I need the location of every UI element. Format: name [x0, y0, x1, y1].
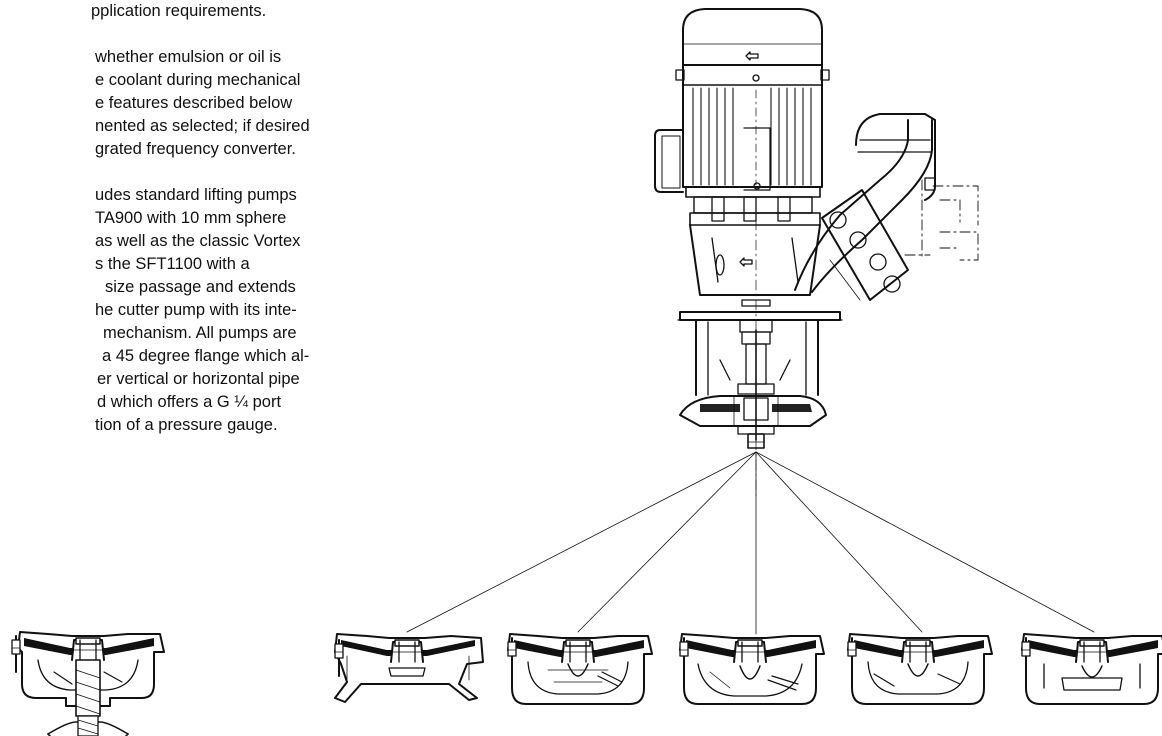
main-pump-drawing	[654, 8, 979, 501]
impeller-variant-3	[679, 633, 825, 705]
leader-lines	[406, 451, 1095, 635]
pump-base	[679, 395, 827, 427]
cutter-impeller-detail	[11, 631, 165, 736]
text-line: udes standard lifting pumps	[95, 186, 297, 204]
text-line: he cutter pump with its inte-	[95, 301, 297, 319]
text-line: er vertical or horizontal pipe	[97, 370, 300, 388]
paragraph-1: pplication requirements.	[0, 0, 330, 23]
text-line: whether emulsion or oil is	[95, 48, 282, 66]
impeller-variant-5	[1021, 633, 1162, 705]
impeller-variant-4	[847, 633, 993, 705]
text-line: e features described below	[95, 94, 293, 112]
text-line: a 45 degree flange which al-	[102, 347, 310, 365]
text-line: tion of a pressure gauge.	[95, 416, 278, 434]
impeller-variant-1	[334, 633, 484, 703]
motor-fan-cover	[682, 8, 823, 66]
text-line: TA900 with 10 mm sphere	[95, 209, 287, 227]
text-line: e coolant during mechanical	[95, 71, 301, 89]
text-line: mechanism. All pumps are	[103, 324, 297, 342]
text-line: d which offers a G ¼ port	[97, 393, 282, 411]
paragraph-3: udes standard lifting pumps TA900 with 1…	[0, 184, 330, 437]
rotation-arrow-icon	[745, 51, 759, 61]
text-line: as well as the classic Vortex	[95, 232, 301, 250]
outlet-flange	[794, 113, 936, 301]
body-text: pplication requirements. whether emulsio…	[0, 0, 330, 437]
lantern-housing	[689, 224, 821, 296]
mounting-plate	[679, 311, 841, 321]
paragraph-2: whether emulsion or oil is e coolant dur…	[0, 46, 330, 161]
pipe-phantom-outline	[904, 179, 979, 261]
text-line: nented as selected; if desired	[95, 117, 310, 135]
text-line: pplication requirements.	[91, 2, 267, 20]
motor-cooling-fins	[692, 87, 812, 186]
motor-housing	[682, 64, 823, 188]
terminal-box	[654, 129, 684, 193]
text-line: grated frequency converter.	[95, 140, 296, 158]
text-line: size passage and extends	[105, 278, 296, 296]
impeller-variant-2	[507, 633, 653, 705]
text-line: s the SFT1100 with a	[95, 255, 250, 273]
